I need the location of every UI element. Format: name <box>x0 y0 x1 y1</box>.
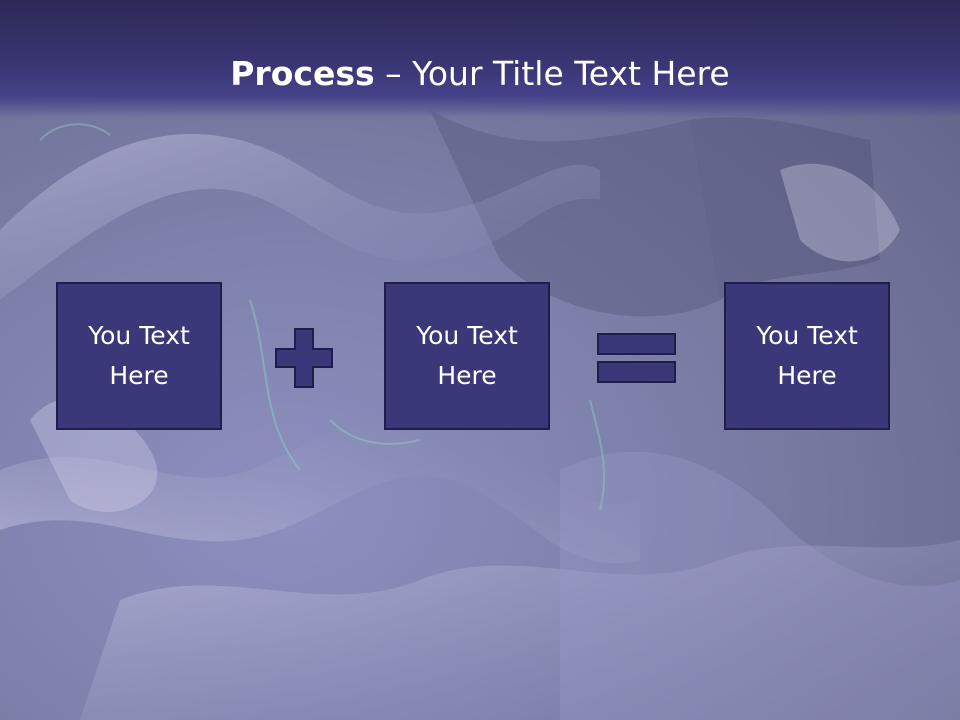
slide-title: Process – Your Title Text Here <box>0 52 960 96</box>
process-box-1-label: You Text Here <box>88 321 190 390</box>
title-bold: Process <box>230 54 375 93</box>
plus-icon <box>275 328 333 388</box>
process-box-3-label: You Text Here <box>756 321 858 390</box>
title-bar <box>0 0 960 118</box>
process-box-2-label: You Text Here <box>416 321 518 390</box>
title-rest: – Your Title Text Here <box>374 54 730 93</box>
process-box-3: You Text Here <box>724 282 890 430</box>
equals-icon <box>597 333 676 383</box>
process-box-2: You Text Here <box>384 282 550 430</box>
process-box-1: You Text Here <box>56 282 222 430</box>
